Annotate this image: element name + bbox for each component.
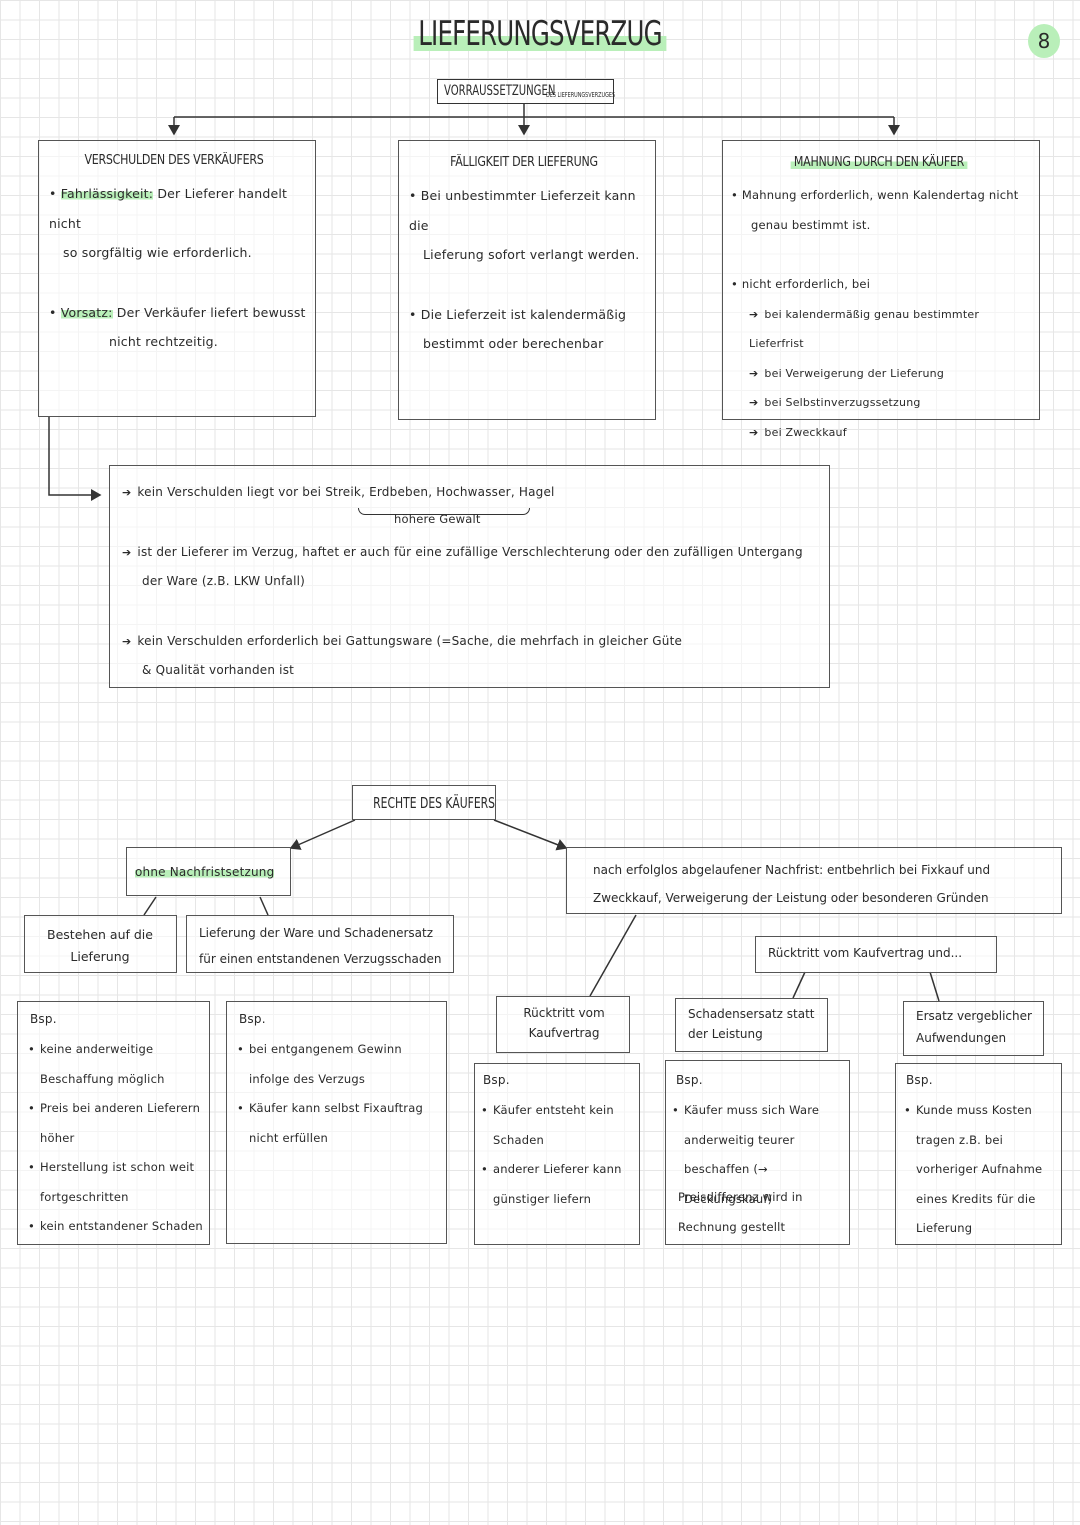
option-insist-delivery-text: Bestehen auf die Lieferung [47, 927, 153, 964]
example-right-3-label: Bsp. [906, 1073, 933, 1087]
reminder-item-1: • Mahnung erforderlich, wenn Kalendertag… [731, 188, 1019, 202]
example-right-2-note: Preisdifferenz wird in Rechnung gestellt [678, 1190, 803, 1234]
due-item-2: • Die Lieferzeit ist kalendermäßig [409, 306, 627, 322]
example-left-1-item: keine anderweitige Beschaffung möglich [26, 1035, 206, 1094]
prerequisites-heading: VORRAUSSETZUNGEN DES LIEFERUNGSVERZUGES [437, 79, 616, 104]
notes-line-1: kein Verschulden liegt vor bei Streik, E… [122, 478, 822, 508]
example-right-1: Bsp. Käufer entsteht kein Schaden andere… [474, 1063, 640, 1245]
example-left-1-item: Herstellung ist schon weit fortgeschritt… [26, 1153, 206, 1212]
option-wasted-expenses-text: Ersatz vergeblicher Aufwendungen [916, 1009, 1032, 1045]
prerequisites-heading-sub: DES LIEFERUNGSVERZUGES [546, 91, 616, 99]
box-notes: kein Verschulden liegt vor bei Streik, E… [109, 465, 830, 688]
withdrawal-and: Rücktritt vom Kaufvertrag und... [755, 936, 997, 973]
branch-no-grace-period: ohne Nachfristsetzung [126, 847, 291, 896]
example-left-2: Bsp. bei entgangenem Gewinn infolge des … [226, 1001, 447, 1244]
prerequisites-heading-text: VORRAUSSETZUNGEN [444, 83, 556, 99]
example-left-1: Bsp. keine anderweitige Beschaffung mögl… [17, 1001, 210, 1245]
branch-after-grace-period-text: nach erfolglos abgelaufener Nachfrist: e… [593, 863, 991, 905]
box-seller-fault-title: VERSCHULDEN DES VERKÄUFERS [84, 153, 264, 168]
example-right-1-label: Bsp. [483, 1073, 510, 1087]
box-due-date-title: FÄLLIGKEIT DER LIEFERUNG [450, 155, 598, 170]
reminder-sub-4: bei Zweckkauf [749, 418, 1037, 448]
example-right-1-item: anderer Lieferer kann günstiger liefern [479, 1155, 637, 1214]
due-item-1: • Bei unbestimmter Lieferzeit kann die [409, 188, 636, 233]
option-damages-instead-text: Schadensersatz statt der Leistung [688, 1007, 815, 1041]
example-left-2-label: Bsp. [239, 1012, 266, 1026]
example-right-2: Bsp. Käufer muss sich Ware anderweitig t… [665, 1060, 850, 1245]
example-left-1-item: kein entstandener Schaden [26, 1212, 206, 1242]
notes-line-2-cont: der Ware (z.B. LKW Unfall) [142, 574, 306, 588]
page-number: 8 [1028, 24, 1060, 58]
intent-item: • Vorsatz: Der Verkäufer liefert bewusst [49, 304, 306, 320]
example-left-1-item: Preis bei anderen Lieferern höher [26, 1094, 206, 1153]
notes-brace: höhere Gewalt [122, 507, 822, 530]
reminder-sub-1: bei kalendermäßig genau bestimmter Liefe… [749, 300, 1037, 359]
example-right-3-item: Kunde muss Kosten tragen z.B. bei vorher… [902, 1096, 1060, 1244]
negligence-item: • Fahrlässigkeit: Der Lieferer handelt n… [49, 186, 288, 231]
example-left-2-item: bei entgangenem Gewinn infolge des Verzu… [235, 1035, 441, 1094]
page-title: LIEFERUNGSVERZUG [108, 14, 972, 54]
notes-line-2: ist der Lieferer im Verzug, haftet er au… [122, 538, 822, 568]
option-withdrawal: Rücktritt vom Kaufvertrag [496, 996, 630, 1053]
box-reminder: MAHNUNG DURCH DEN KÄUFER • Mahnung erfor… [722, 140, 1040, 439]
intent-cont: nicht rechtzeitig. [109, 334, 218, 349]
box-seller-fault: VERSCHULDEN DES VERKÄUFERS • Fahrlässigk… [38, 140, 316, 417]
option-damages-instead: Schadensersatz statt der Leistung [675, 998, 828, 1052]
example-right-3: Bsp. Kunde muss Kosten tragen z.B. bei v… [895, 1063, 1062, 1245]
option-withdrawal-text: Rücktritt vom Kaufvertrag [523, 1006, 605, 1040]
box-due-date: FÄLLIGKEIT DER LIEFERUNG • Bei unbestimm… [398, 140, 656, 420]
reminder-item-2: • nicht erforderlich, bei [731, 277, 871, 291]
option-delivery-damages-text: Lieferung der Ware und Schadenersatz für… [199, 926, 442, 966]
option-delivery-damages: Lieferung der Ware und Schadenersatz für… [186, 915, 454, 973]
rights-heading-text: RECHTE DES KÄUFERS [373, 794, 496, 812]
withdrawal-and-text: Rücktritt vom Kaufvertrag und... [768, 946, 963, 960]
example-right-1-item: Käufer entsteht kein Schaden [479, 1096, 637, 1155]
branch-after-grace-period: nach erfolglos abgelaufener Nachfrist: e… [566, 847, 1062, 914]
example-left-1-label: Bsp. [30, 1012, 57, 1026]
negligence-cont: so sorgfältig wie erforderlich. [63, 245, 252, 260]
notes-line-3-cont: & Qualität vorhanden ist [142, 663, 295, 677]
option-wasted-expenses: Ersatz vergeblicher Aufwendungen [903, 1001, 1044, 1056]
option-insist-delivery: Bestehen auf die Lieferung [24, 915, 177, 973]
example-right-2-item: Käufer muss sich Ware anderweitig teurer… [670, 1096, 846, 1214]
reminder-item-1-cont: genau bestimmt ist. [751, 217, 871, 232]
rights-heading: RECHTE DES KÄUFERS [352, 785, 496, 820]
reminder-sub-3: bei Selbstinverzugssetzung [749, 388, 1037, 418]
example-right-2-label: Bsp. [676, 1073, 703, 1087]
notes-brace-label: höhere Gewalt [394, 511, 481, 526]
branch-no-grace-period-text: ohne Nachfristsetzung [135, 865, 275, 879]
due-item-1-cont: Lieferung sofort verlangt werden. [423, 247, 640, 262]
box-reminder-title: MAHNUNG DURCH DEN KÄUFER [746, 155, 1011, 170]
example-left-2-item: Käufer kann selbst Fixauftrag nicht erfü… [235, 1094, 441, 1153]
reminder-sub-2: bei Verweigerung der Lieferung [749, 359, 1037, 389]
notes-line-3: kein Verschulden erforderlich bei Gattun… [122, 627, 822, 657]
due-item-2-cont: bestimmt oder berechenbar [423, 336, 604, 351]
